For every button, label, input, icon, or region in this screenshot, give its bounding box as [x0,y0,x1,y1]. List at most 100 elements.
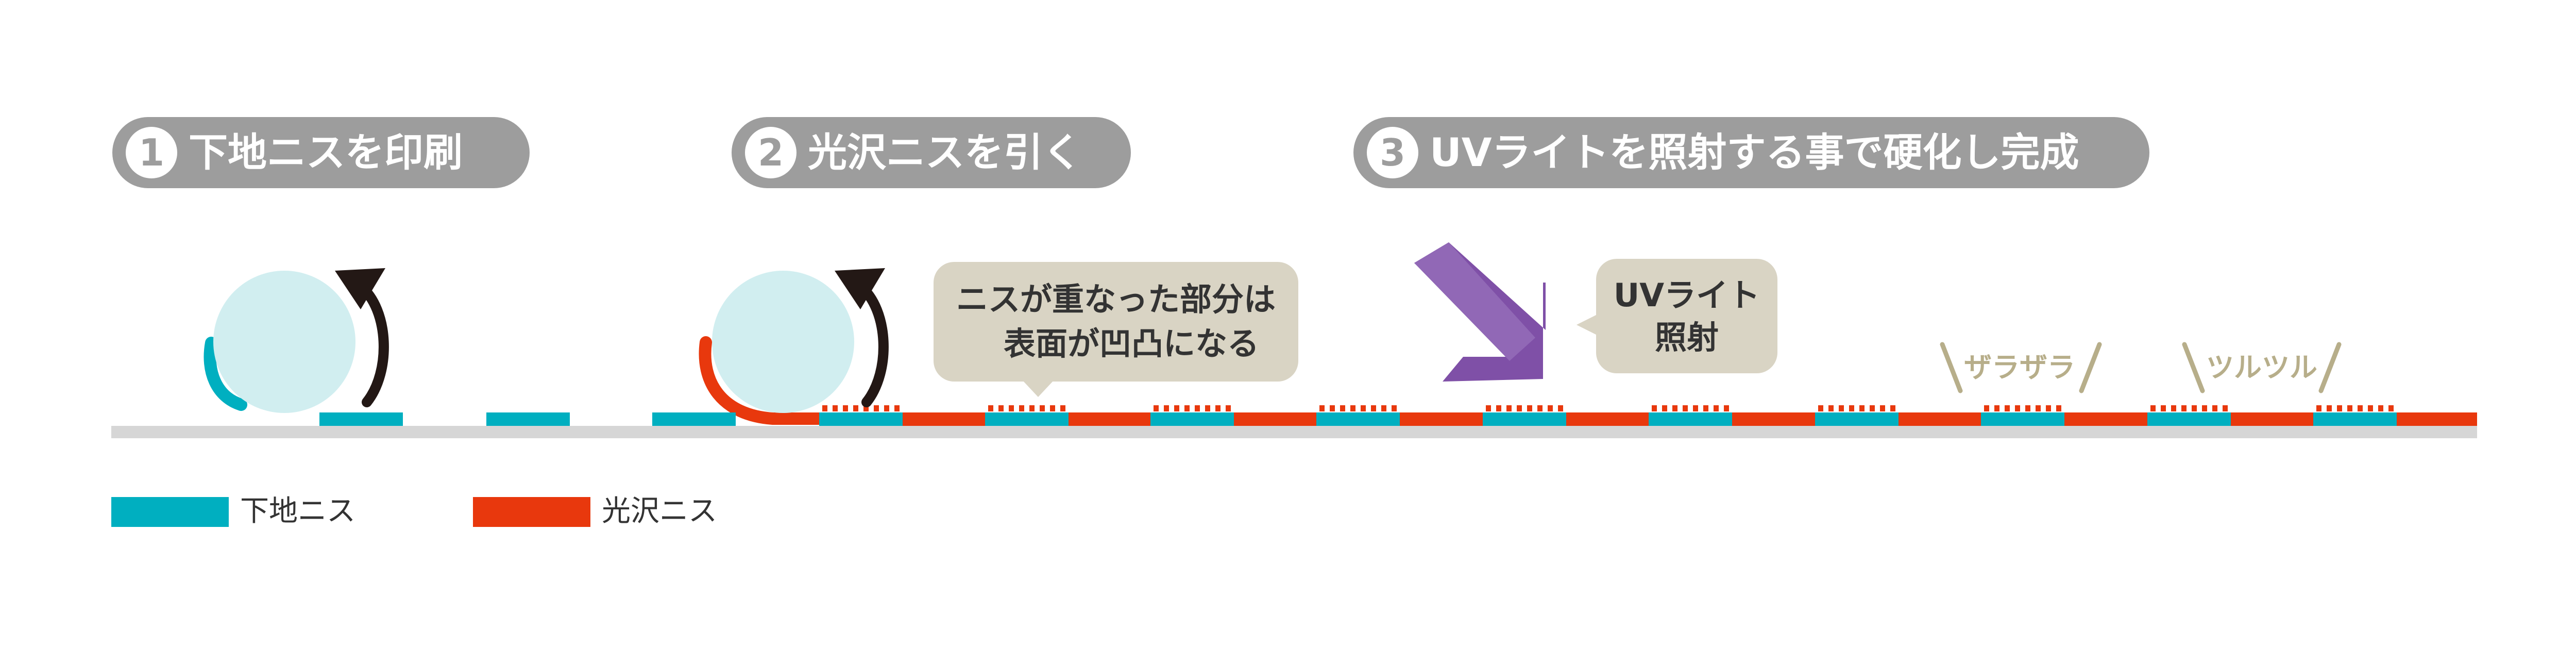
base-varnish-seg [2147,412,2231,426]
bump-mark [2358,405,2363,411]
uv-callout: UVライト 照射 [1596,259,1777,373]
bump-mark [1818,405,1823,411]
uv-callout-line2: 照射 [1654,319,1719,356]
bump-mark [1174,405,1179,411]
smooth-texture-label: ツルツル [2206,351,2317,384]
bump-mark [1527,405,1532,411]
bump-mark [1994,405,1999,411]
base-varnish-seg [819,412,903,426]
base-varnish-seg [1483,412,1566,426]
bump-mark [2337,405,2342,411]
base-varnish-seg [985,412,1069,426]
bump-mark [2388,405,2394,411]
bump-mark [1839,405,1844,411]
bump-mark [1050,405,1055,411]
bump-mark [2150,405,2156,411]
bump-mark [853,405,858,411]
bump-mark [1205,405,1210,411]
texture-slashes [1940,342,2342,393]
bump-mark [1683,405,1688,411]
step-1-label: 下地ニスを印刷 [189,129,463,175]
bump-mark [1195,405,1200,411]
substrate-base [111,426,2477,438]
callout-pointer [1577,315,1597,335]
bump-mark [1330,405,1335,411]
bump-mark [1340,405,1345,411]
arrowhead [835,268,885,309]
bump-mark [2212,405,2217,411]
bump-mark [2036,405,2041,411]
bump-mark [988,405,993,411]
bump-mark [1662,405,1667,411]
bump-mark [1724,405,1729,411]
step-1-number: 1 [126,127,177,178]
bump-mark [1693,405,1698,411]
bump-mark [1870,405,1875,411]
roller-icon [213,271,355,413]
bump-mark [2368,405,2373,411]
bump-mark [2327,405,2332,411]
bump-mark [1215,405,1221,411]
bump-mark [2015,405,2020,411]
bump-mark [1019,405,1024,411]
base-varnish-seg [1150,412,1234,426]
bump-mark [1350,405,1355,411]
roller-icon [712,271,854,413]
callout-pointer [1023,381,1054,397]
bump-mark [1392,405,1397,411]
bump-mark [1703,405,1708,411]
bump-mark [1184,405,1190,411]
legend-swatch-gloss-varnish [473,497,590,527]
bump-mark [1672,405,1677,411]
bump-mark [1859,405,1865,411]
rough-texture-label: ザラザラ [1964,351,2075,384]
bump-mark [1496,405,1501,411]
bump-mark [894,405,900,411]
step-3-label: UVライトを照射する事で硬化し完成 [1430,129,2079,175]
bump-mark [2223,405,2228,411]
bump-mark [1537,405,1543,411]
gloss-varnish-curl [699,336,831,425]
base-varnish-seg [486,412,570,426]
bump-mark [2316,405,2321,411]
overlap-callout-line1: ニスが重なった部分は [956,280,1276,318]
bump-mark [1164,405,1169,411]
bump-mark [1652,405,1657,411]
bump-mark [2181,405,2187,411]
curved-arrow-icon [855,281,889,407]
bump-texture [822,405,2394,411]
base-varnish-seg [652,412,736,426]
bump-mark [1361,405,1366,411]
bump-mark [1890,405,1895,411]
base-varnish-seg [1981,412,2064,426]
bump-mark [884,405,889,411]
step-2-number: 2 [745,127,796,178]
bump-mark [2347,405,2352,411]
bump-mark [1548,405,1553,411]
bump-mark [1849,405,1854,411]
bump-mark [1060,405,1065,411]
step-3-pill: 3 UVライトを照射する事で硬化し完成 [1353,117,2149,188]
bump-mark [874,405,879,411]
bump-mark [2202,405,2207,411]
bump-mark [1009,405,1014,411]
bump-mark [1040,405,1045,411]
bump-mark [998,405,1004,411]
bump-mark [2025,405,2030,411]
legend-label-gloss-varnish: 光沢ニス [602,494,717,528]
bump-mark [1506,405,1512,411]
diagonal-arrow-icon [1414,242,1546,382]
base-varnish-segments [319,412,2397,426]
bump-mark [2192,405,2197,411]
base-varnish-seg [2313,412,2397,426]
legend-label-base-varnish: 下地ニス [240,494,355,528]
bump-mark [1517,405,1522,411]
bump-mark [2005,405,2010,411]
bump-mark [1984,405,1989,411]
bump-mark [2161,405,2166,411]
overlap-callout-line2: 表面が凹凸になる [1003,325,1259,362]
bump-mark [1371,405,1376,411]
base-varnish-curl [204,337,247,411]
